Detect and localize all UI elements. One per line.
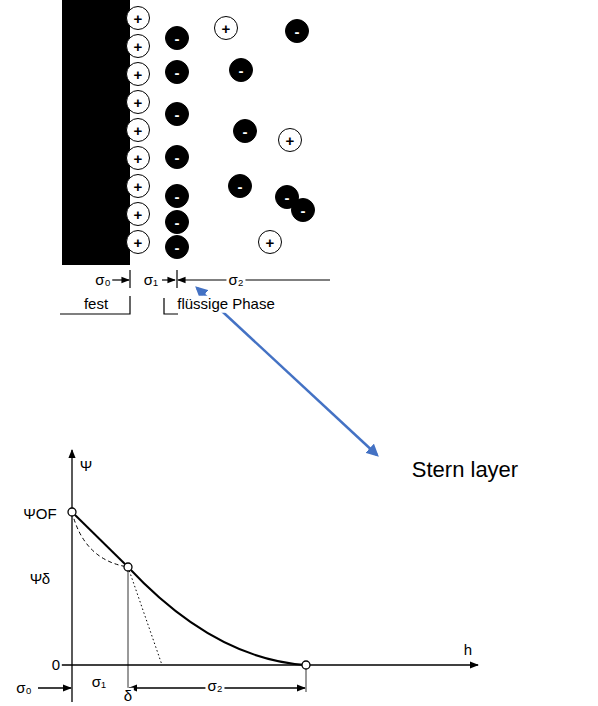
charge-sign: -	[175, 150, 180, 165]
anion-circle: -	[165, 184, 189, 208]
anion-circle: -	[285, 19, 309, 43]
cation-circle: +	[126, 230, 150, 254]
cation-circle: +	[258, 230, 282, 254]
callout-label: Stern layer	[410, 458, 520, 482]
dimension-label: σ₁	[142, 272, 160, 289]
cation-circle: +	[126, 118, 150, 142]
cation-circle: +	[126, 146, 150, 170]
dimension-label: σ₂	[205, 678, 224, 695]
charge-sign: -	[301, 203, 306, 218]
anion-circle: -	[165, 26, 189, 50]
charge-sign: +	[134, 235, 143, 250]
charge-sign: +	[134, 11, 143, 26]
anion-circle: -	[165, 210, 189, 234]
anion-circle: -	[233, 119, 257, 143]
anion-circle: -	[228, 174, 252, 198]
cation-circle: +	[126, 174, 150, 198]
dimension-label: σ₀	[14, 680, 33, 697]
charge-sign: +	[134, 67, 143, 82]
charge-sign: -	[175, 189, 180, 204]
dimension-label: σ₂	[226, 272, 245, 289]
charge-sign: +	[286, 133, 295, 148]
anion-circle: -	[165, 235, 189, 259]
axis-label: Ψδ	[28, 571, 52, 588]
cation-circle: +	[278, 128, 302, 152]
axis-label: ΨOF	[21, 506, 58, 523]
charge-sign: -	[175, 215, 180, 230]
dimension-label: δ	[122, 688, 134, 705]
charge-sign: +	[134, 123, 143, 138]
cation-circle: +	[126, 6, 150, 30]
cation-circle: +	[126, 34, 150, 58]
charge-sign: -	[243, 124, 248, 139]
phase-label: fest	[82, 296, 110, 313]
anion-circle: -	[165, 145, 189, 169]
charge-sign: -	[285, 190, 290, 205]
phase-label: flüssige Phase	[175, 296, 277, 313]
solid-phase	[62, 0, 130, 265]
charge-sign: +	[266, 235, 275, 250]
charge-sign: -	[175, 240, 180, 255]
anion-circle: -	[291, 198, 315, 222]
cation-circle: +	[126, 90, 150, 114]
anion-circle: -	[165, 102, 189, 126]
charge-sign: +	[134, 179, 143, 194]
axis-label: 0	[50, 657, 62, 674]
dimension-label: σ₁	[90, 674, 108, 691]
charge-sign: -	[175, 31, 180, 46]
cation-circle: +	[126, 202, 150, 226]
anion-circle: -	[229, 58, 253, 82]
charge-sign: +	[134, 95, 143, 110]
charge-sign: +	[222, 21, 231, 36]
charge-sign: -	[295, 24, 300, 39]
axis-label: h	[462, 642, 474, 659]
charge-sign: -	[239, 63, 244, 78]
charge-sign: -	[175, 65, 180, 80]
cation-circle: +	[214, 16, 238, 40]
charge-sign: +	[134, 151, 143, 166]
dimension-label: σ₀	[93, 272, 112, 289]
cation-circle: +	[126, 62, 150, 86]
charge-sign: -	[238, 179, 243, 194]
charge-sign: +	[134, 207, 143, 222]
charge-sign: -	[175, 107, 180, 122]
axis-label: Ψ	[78, 458, 95, 475]
stern-pointer	[197, 288, 377, 455]
anion-circle: -	[165, 60, 189, 84]
charge-sign: +	[134, 39, 143, 54]
